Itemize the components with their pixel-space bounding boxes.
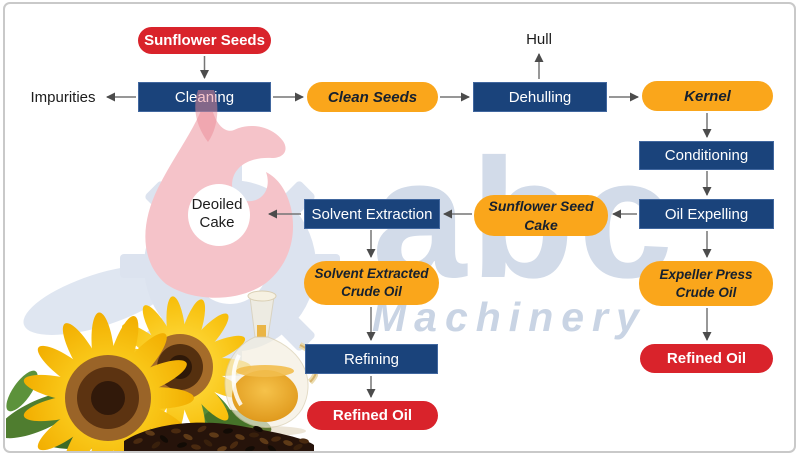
node-refined-oil-left: Refined Oil	[307, 401, 438, 430]
node-sunflower-seed-cake: Sunflower Seed Cake	[474, 195, 608, 236]
node-line: Crude Oil	[341, 284, 402, 299]
node-line: Cake	[524, 216, 558, 233]
sunflower-front	[21, 311, 194, 453]
node-line: Expeller Press	[659, 266, 753, 282]
node-cleaning: Cleaning	[138, 82, 271, 112]
node-conditioning: Conditioning	[639, 141, 774, 170]
node-line: Solvent Extracted	[314, 266, 429, 282]
watermark-swoosh	[23, 265, 177, 335]
node-clean-seeds: Clean Seeds	[307, 82, 438, 112]
node-expeller-press-crude-oil: Expeller Press Crude Oil	[639, 261, 773, 306]
label-deoiled-cake: Deoiled Cake	[176, 196, 258, 232]
node-solvent-extraction: Solvent Extraction	[304, 199, 440, 229]
oil-cruet	[224, 290, 318, 436]
node-kernel: Kernel	[642, 81, 773, 111]
node-refining: Refining	[305, 344, 438, 374]
node-line: Crude Oil	[675, 284, 737, 300]
label-line: Cake	[199, 214, 235, 231]
label-line: Deoiled	[191, 196, 243, 213]
node-solvent-extracted-crude-oil: Solvent Extracted Crude Oil	[304, 261, 439, 305]
flame-hole	[188, 184, 250, 246]
node-line: Sunflower Seed	[488, 198, 594, 215]
node-sunflower-seeds: Sunflower Seeds	[138, 27, 271, 54]
label-impurities: Impurities	[30, 88, 96, 106]
node-refined-oil-right: Refined Oil	[640, 344, 773, 373]
node-oil-expelling: Oil Expelling	[639, 199, 774, 229]
sunflower-oil-photo	[6, 290, 318, 453]
label-hull: Hull	[526, 31, 552, 48]
node-dehulling: Dehulling	[473, 82, 607, 112]
seed-pile	[124, 422, 314, 453]
